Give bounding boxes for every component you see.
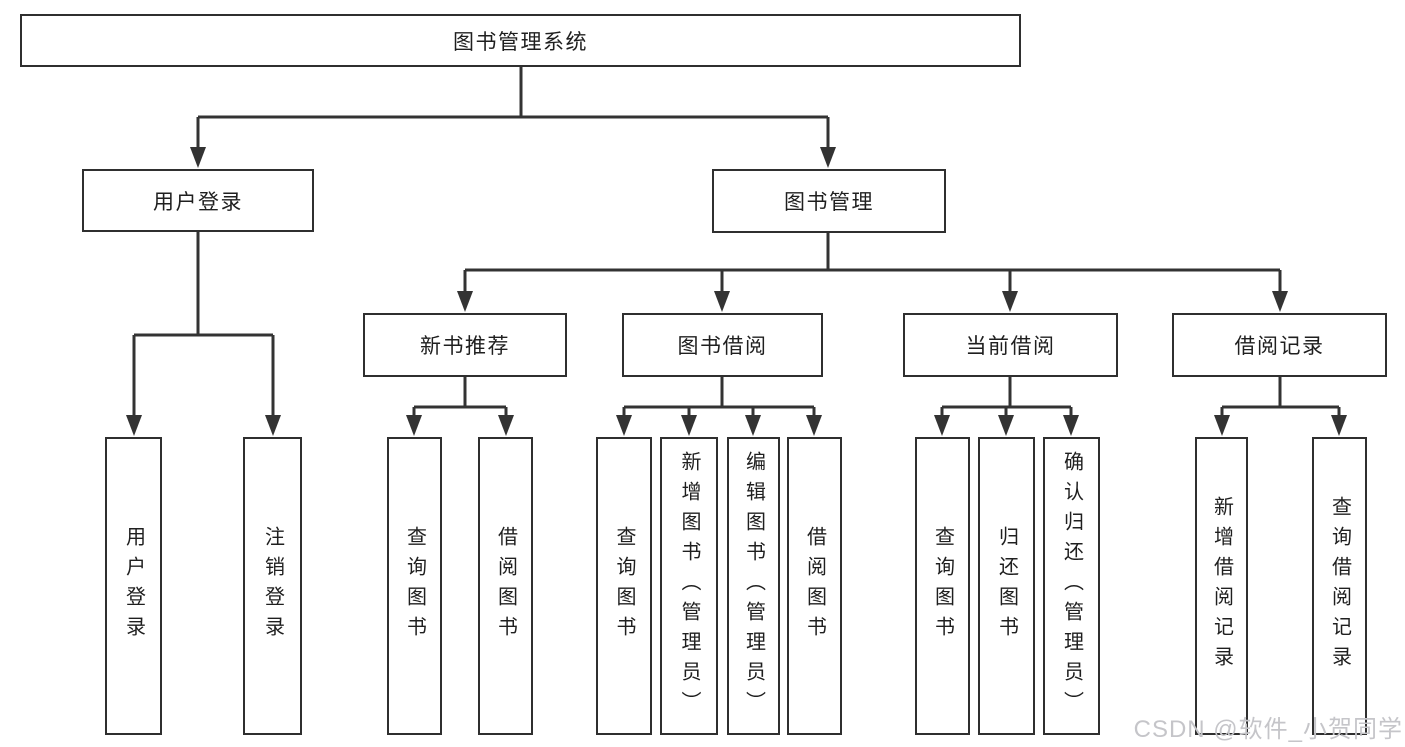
- node-user-login-label: 用户登录: [153, 190, 243, 214]
- leaf-return-book: 归还图书: [978, 437, 1035, 735]
- leaf-edit-book-admin: 编辑图书（管理员）: [727, 437, 780, 735]
- leaf-borrow-book-2-label: 借阅图书: [803, 526, 826, 646]
- leaf-confirm-return-admin-label: 确认归还（管理员）: [1060, 451, 1083, 721]
- node-root-system: 图书管理系统: [20, 14, 1021, 67]
- node-book-borrow-label: 图书借阅: [677, 335, 768, 358]
- leaf-add-borrow-record-label: 新增借阅记录: [1210, 496, 1233, 676]
- leaf-query-book-1-label: 查询图书: [403, 526, 426, 646]
- leaf-query-book-2: 查询图书: [596, 437, 652, 735]
- leaf-user-login-label: 用户登录: [122, 526, 145, 646]
- leaf-query-borrow-record: 查询借阅记录: [1312, 437, 1367, 735]
- leaf-query-book-3: 查询图书: [915, 437, 970, 735]
- leaf-logout-label: 注销登录: [261, 526, 284, 646]
- csdn-watermark: CSDN @软件_小贺同学: [1133, 716, 1403, 743]
- leaf-query-book-3-label: 查询图书: [931, 526, 954, 646]
- node-book-management: 图书管理: [712, 169, 946, 233]
- leaf-borrow-book-2: 借阅图书: [787, 437, 842, 735]
- node-borrow-record-label: 借阅记录: [1234, 335, 1325, 358]
- node-user-login: 用户登录: [82, 169, 314, 232]
- leaf-edit-book-admin-label: 编辑图书（管理员）: [742, 451, 765, 721]
- leaf-add-book-admin-label: 新增图书（管理员）: [678, 451, 700, 721]
- leaf-query-book-2-label: 查询图书: [613, 526, 635, 646]
- leaf-user-login: 用户登录: [105, 437, 162, 735]
- leaf-add-borrow-record: 新增借阅记录: [1195, 437, 1248, 735]
- node-borrow-record: 借阅记录: [1172, 313, 1387, 377]
- leaf-logout: 注销登录: [243, 437, 302, 735]
- node-book-management-label: 图书管理: [784, 191, 874, 214]
- node-new-book-recommend: 新书推荐: [363, 313, 567, 377]
- node-current-borrow: 当前借阅: [903, 313, 1118, 377]
- leaf-add-book-admin: 新增图书（管理员）: [660, 437, 718, 735]
- node-book-borrow: 图书借阅: [622, 313, 823, 377]
- leaf-query-book-1: 查询图书: [387, 437, 442, 735]
- leaf-borrow-book-1: 借阅图书: [478, 437, 533, 735]
- leaf-query-borrow-record-label: 查询借阅记录: [1328, 496, 1351, 676]
- node-current-borrow-label: 当前借阅: [965, 335, 1056, 358]
- node-root-system-label: 图书管理系统: [453, 30, 588, 54]
- leaf-confirm-return-admin: 确认归还（管理员）: [1043, 437, 1100, 735]
- node-new-book-recommend-label: 新书推荐: [420, 335, 510, 358]
- leaf-borrow-book-1-label: 借阅图书: [494, 526, 517, 646]
- leaf-return-book-label: 归还图书: [995, 526, 1018, 646]
